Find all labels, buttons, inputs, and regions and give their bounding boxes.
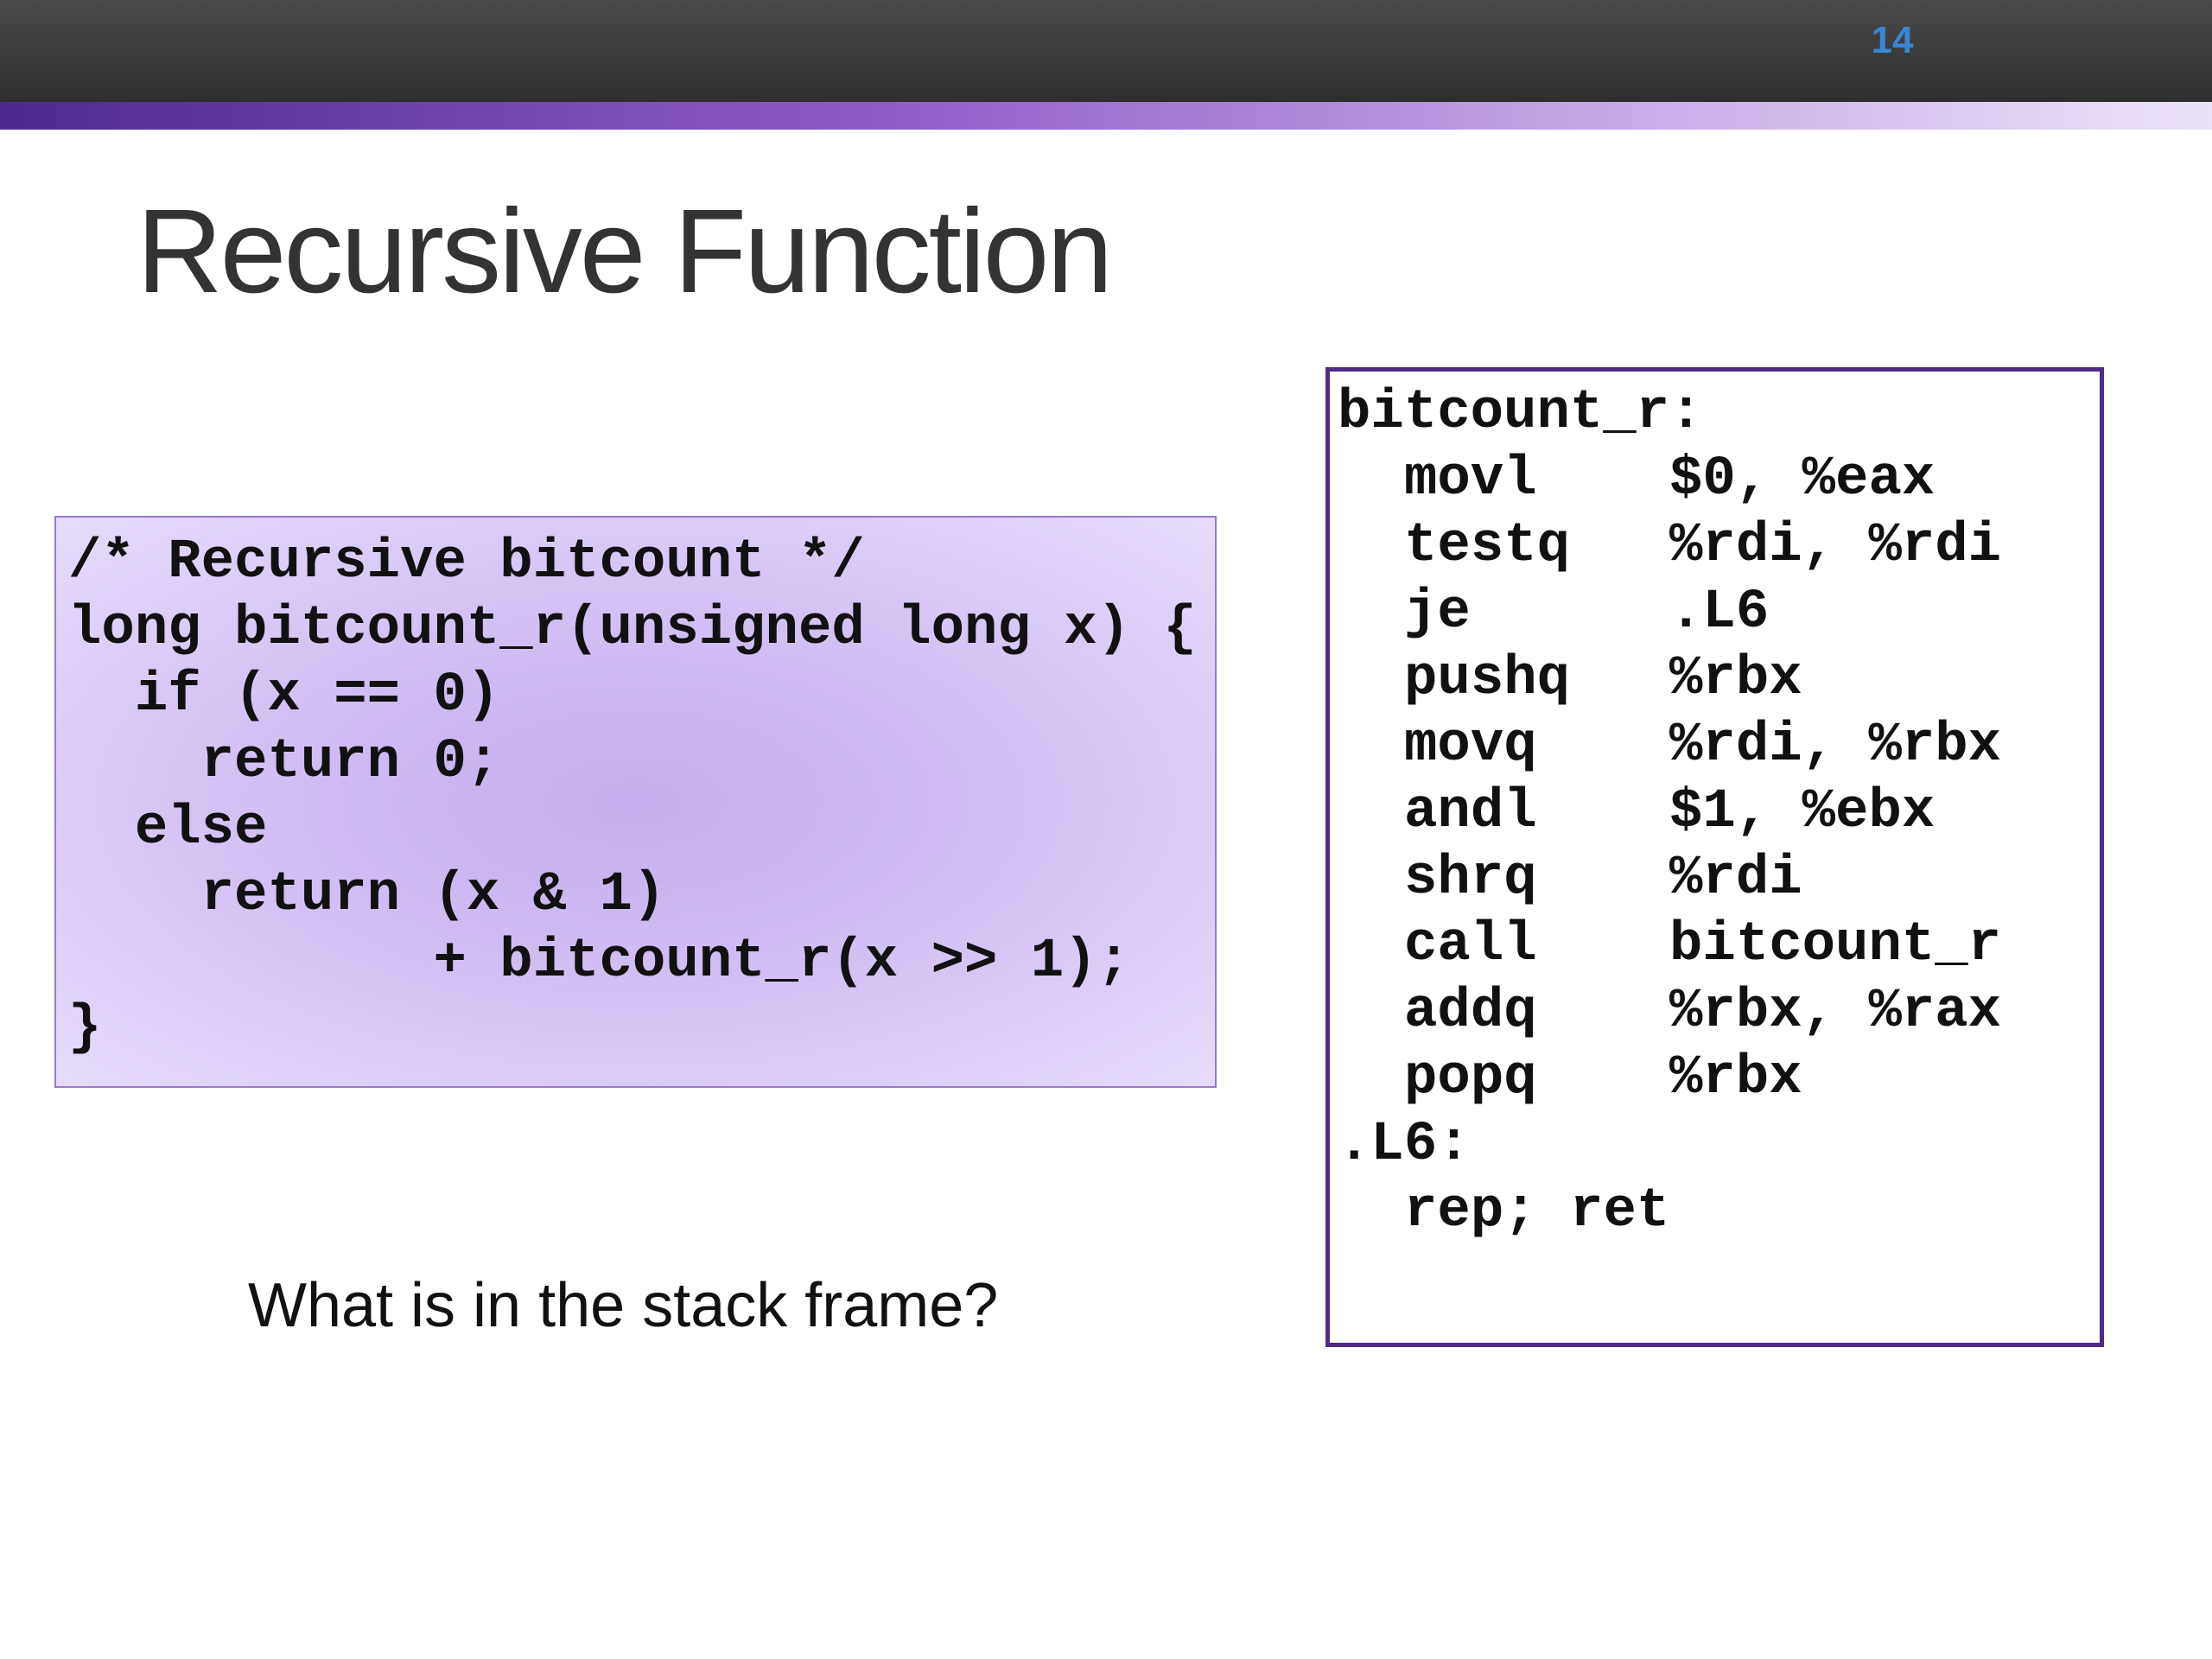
- asm-opcode: movl: [1404, 448, 1537, 511]
- asm-opcode: shrq: [1404, 848, 1537, 910]
- asm-opcode: andl: [1404, 781, 1537, 843]
- asm-operands: bitcount_r: [1669, 914, 2002, 976]
- asm-instruction: testq %rdi, %rdi: [1338, 513, 2100, 580]
- asm-opcode: movq: [1404, 715, 1537, 777]
- asm-instruction: pushq %rbx: [1338, 646, 2100, 713]
- asm-instruction: movq %rdi, %rbx: [1338, 713, 2100, 779]
- asm-opcode: pushq: [1404, 648, 1571, 710]
- asm-operands: %rbx: [1669, 1047, 1802, 1109]
- c-code-line: }: [68, 997, 102, 1059]
- top-bar: 14: [0, 0, 2212, 102]
- c-code-line: + bitcount_r(x >> 1);: [68, 931, 1130, 993]
- asm-operands: %rbx, %rax: [1669, 981, 2002, 1043]
- asm-label: bitcount_r:: [1338, 382, 1703, 444]
- c-code-line: /* Recursive bitcount */: [68, 531, 865, 594]
- assembly-box: bitcount_r: movl $0, %eax testq %rdi, %rdi…: [1325, 367, 2104, 1347]
- asm-opcode: rep; ret: [1404, 1180, 1670, 1243]
- c-code-line: if (x == 0): [68, 664, 500, 727]
- asm-operands: .L6: [1669, 582, 1770, 644]
- c-code-line: return 0;: [68, 731, 500, 793]
- asm-instruction: popq %rbx: [1338, 1046, 2100, 1112]
- c-code: /* Recursive bitcount */ long bitcount_r…: [68, 530, 1215, 1062]
- asm-opcode: je: [1404, 582, 1471, 644]
- asm-operands: $1, %ebx: [1669, 781, 1936, 843]
- asm-opcode: addq: [1404, 981, 1537, 1043]
- asm-operands: %rdi, %rbx: [1669, 715, 2002, 777]
- asm-instruction: je .L6: [1338, 580, 2100, 646]
- asm-opcode: popq: [1404, 1047, 1537, 1109]
- asm-instruction: call bitcount_r: [1338, 912, 2100, 979]
- stack-frame-question: What is in the stack frame?: [248, 1271, 999, 1340]
- asm-label-l6: .L6:: [1338, 1114, 1471, 1176]
- asm-operands: %rdi: [1669, 848, 1802, 910]
- asm-operands: $0, %eax: [1669, 448, 1936, 511]
- c-code-line: long bitcount_r(unsigned long x) {: [68, 598, 1197, 660]
- asm-instruction: movl $0, %eax: [1338, 447, 2100, 513]
- c-code-line: return (x & 1): [68, 864, 666, 926]
- asm-instruction: shrq %rdi: [1338, 846, 2100, 912]
- asm-opcode: call: [1404, 914, 1537, 976]
- slide-title: Recursive Function: [137, 185, 1113, 318]
- asm-operands: %rdi, %rdi: [1669, 515, 2002, 577]
- asm-instruction: rep; ret: [1338, 1179, 2100, 1245]
- c-code-line: else: [68, 798, 268, 860]
- c-code-box: /* Recursive bitcount */ long bitcount_r…: [54, 516, 1217, 1088]
- accent-bar: [0, 102, 2212, 130]
- slide-number: 14: [1871, 19, 1914, 61]
- asm-instruction: andl $1, %ebx: [1338, 779, 2100, 846]
- asm-instruction: addq %rbx, %rax: [1338, 979, 2100, 1046]
- asm-operands: %rbx: [1669, 648, 1802, 710]
- asm-opcode: testq: [1404, 515, 1571, 577]
